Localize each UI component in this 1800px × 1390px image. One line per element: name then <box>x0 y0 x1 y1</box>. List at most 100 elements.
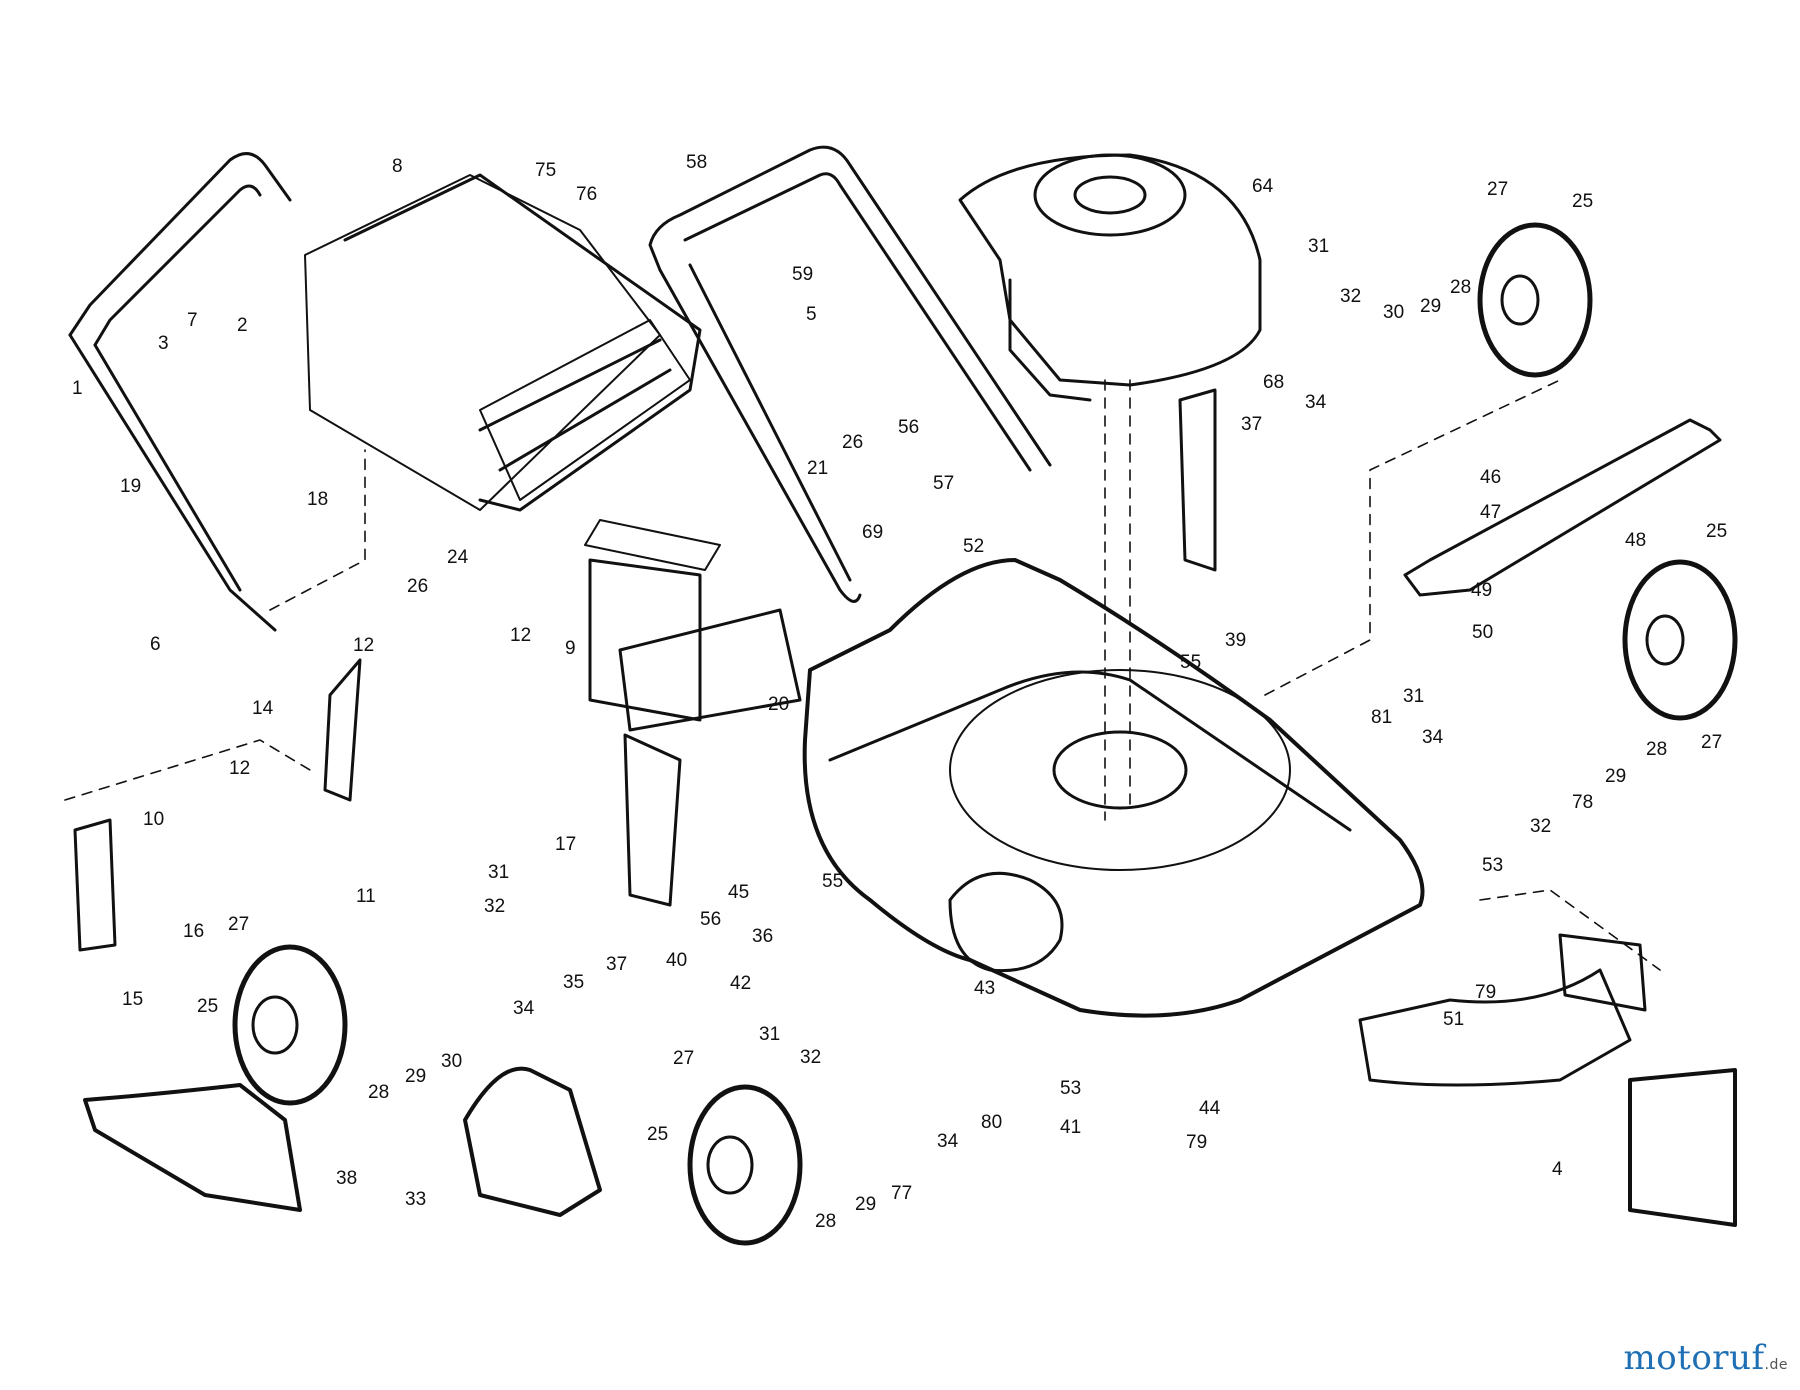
callout-14: 14 <box>252 698 274 719</box>
callout-38: 38 <box>336 1168 357 1189</box>
callout-46: 46 <box>1480 467 1501 488</box>
callout-34: 34 <box>1305 392 1327 413</box>
callout-34: 34 <box>513 998 535 1019</box>
callout-5: 5 <box>806 304 817 325</box>
callout-43: 43 <box>974 978 995 999</box>
callout-16: 16 <box>183 921 204 942</box>
callout-57: 57 <box>933 473 954 494</box>
wheel-drawings <box>232 222 1738 1246</box>
callout-15: 15 <box>122 989 143 1010</box>
callout-29: 29 <box>405 1066 426 1087</box>
callout-26: 26 <box>407 576 428 597</box>
callout-30: 30 <box>1383 302 1404 323</box>
callout-28: 28 <box>1450 277 1471 298</box>
callout-25: 25 <box>647 1124 668 1145</box>
callout-41: 41 <box>1060 1117 1081 1138</box>
callout-11: 11 <box>356 886 376 907</box>
callout-44: 44 <box>1199 1098 1221 1119</box>
callout-19: 19 <box>120 476 141 497</box>
callout-20: 20 <box>768 694 789 715</box>
callout-10: 10 <box>143 809 164 830</box>
callout-32: 32 <box>800 1047 821 1068</box>
callout-79: 79 <box>1475 982 1496 1003</box>
callout-9: 9 <box>565 638 576 659</box>
callout-32: 32 <box>1340 286 1361 307</box>
callout-37: 37 <box>1241 414 1262 435</box>
mower-deck-drawing <box>802 558 1425 1018</box>
callout-27: 27 <box>673 1048 694 1069</box>
callout-17: 17 <box>555 834 576 855</box>
callout-8: 8 <box>392 156 403 177</box>
callout-81: 81 <box>1371 707 1392 728</box>
callout-39: 39 <box>1225 630 1246 651</box>
callout-79: 79 <box>1186 1132 1207 1153</box>
brand-tld: .de <box>1764 1357 1788 1373</box>
callout-56: 56 <box>898 417 919 438</box>
grass-bag-drawing <box>304 173 702 512</box>
callout-69: 69 <box>862 522 883 543</box>
callout-48: 48 <box>1625 530 1646 551</box>
callout-37: 37 <box>606 954 627 975</box>
callout-labels: 1 2 3 4 5 6 7 8 9 10 11 12 12 12 14 15 1… <box>72 152 1727 1232</box>
callout-68: 68 <box>1263 372 1284 393</box>
callout-49: 49 <box>1471 580 1492 601</box>
callout-53: 53 <box>1482 855 1503 876</box>
callout-32: 32 <box>1530 816 1551 837</box>
callout-12: 12 <box>353 635 374 656</box>
callout-75: 75 <box>535 160 556 181</box>
callout-64: 64 <box>1252 176 1274 197</box>
height-adjusters-drawing <box>73 388 1217 952</box>
callout-51: 51 <box>1443 1009 1464 1030</box>
callout-31: 31 <box>759 1024 780 1045</box>
callout-40: 40 <box>666 950 687 971</box>
callout-24: 24 <box>447 547 469 568</box>
callout-34: 34 <box>1422 727 1444 748</box>
callout-58: 58 <box>686 152 707 173</box>
callout-28: 28 <box>368 1082 389 1103</box>
callout-32: 32 <box>484 896 505 917</box>
callout-52: 52 <box>963 536 984 557</box>
blade-drawing <box>1403 418 1722 597</box>
callout-76: 76 <box>576 184 597 205</box>
callout-31: 31 <box>1308 236 1329 257</box>
callout-1: 1 <box>72 378 83 399</box>
callout-27: 27 <box>228 914 249 935</box>
callout-34: 34 <box>937 1131 959 1152</box>
rear-flap-drawing <box>584 519 802 732</box>
brand-watermark: motoruf.de <box>1623 1338 1788 1378</box>
callout-53: 53 <box>1060 1078 1081 1099</box>
callout-29: 29 <box>855 1194 876 1215</box>
callout-59: 59 <box>792 264 813 285</box>
callout-80: 80 <box>981 1112 1002 1133</box>
brand-name: motoruf <box>1623 1338 1765 1378</box>
callout-36: 36 <box>752 926 773 947</box>
lower-handle-drawing <box>68 152 292 632</box>
callout-18: 18 <box>307 489 328 510</box>
callout-47: 47 <box>1480 502 1501 523</box>
callout-7: 7 <box>187 310 198 331</box>
callout-6: 6 <box>150 634 161 655</box>
assembly-lines <box>64 379 1661 971</box>
callout-42: 42 <box>730 973 751 994</box>
callout-27: 27 <box>1487 179 1508 200</box>
callout-29: 29 <box>1605 766 1626 787</box>
callout-25: 25 <box>1572 191 1593 212</box>
callout-77: 77 <box>891 1183 912 1204</box>
callout-2: 2 <box>237 315 248 336</box>
callout-25: 25 <box>197 996 218 1017</box>
callout-33: 33 <box>405 1189 426 1210</box>
callout-55: 55 <box>822 871 843 892</box>
callout-25: 25 <box>1706 521 1727 542</box>
engine-drawing <box>958 153 1262 402</box>
callout-21: 21 <box>807 458 828 479</box>
callout-12: 12 <box>229 758 250 779</box>
callout-12: 12 <box>510 625 531 646</box>
upper-handle-drawing <box>648 145 1052 603</box>
callout-50: 50 <box>1472 622 1493 643</box>
callout-56: 56 <box>700 909 721 930</box>
callout-28: 28 <box>1646 739 1667 760</box>
callout-29: 29 <box>1420 296 1441 317</box>
callout-30: 30 <box>441 1051 462 1072</box>
callout-31: 31 <box>1403 686 1424 707</box>
